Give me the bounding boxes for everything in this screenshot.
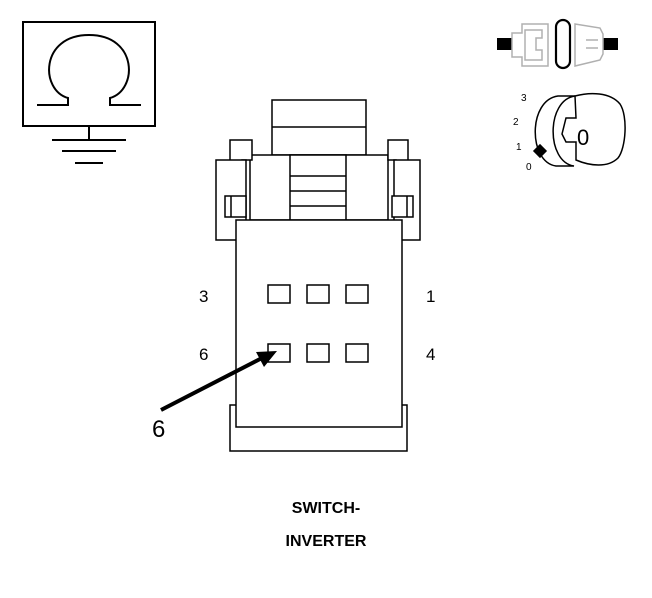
key-label: 0 xyxy=(577,125,589,150)
pin-label-bottom-left: 6 xyxy=(199,345,208,364)
ignition-key-icon: 3 2 1 0 0 xyxy=(513,92,626,173)
pin-cavity-1 xyxy=(345,284,369,304)
key-position-3: 3 xyxy=(521,93,527,104)
ohmmeter-frame xyxy=(22,21,156,127)
right-clip-window xyxy=(391,195,414,218)
key-position-2: 2 xyxy=(513,117,519,128)
pin-label-bottom-right: 4 xyxy=(426,345,435,364)
disconnected-connector-icon xyxy=(497,18,618,70)
pin-label-top-right: 1 xyxy=(426,287,435,306)
switch-body xyxy=(235,219,403,428)
omega-glyph-icon xyxy=(37,33,141,106)
switch-connector xyxy=(215,99,421,452)
connector-halves xyxy=(511,23,604,67)
key-position-0: 0 xyxy=(526,162,532,173)
caption-line-1: SWITCH- xyxy=(291,500,361,517)
ignition-barrel xyxy=(534,95,576,167)
key-position-1: 1 xyxy=(516,142,522,153)
ohmmeter-icon xyxy=(22,21,156,164)
pin-grid xyxy=(267,284,369,363)
pin-cavity-4 xyxy=(345,343,369,363)
switch-center-tab xyxy=(289,154,347,221)
callout-arrow xyxy=(160,351,277,412)
key-head xyxy=(561,92,626,166)
pin-cavity-3 xyxy=(267,284,291,304)
connector-wire-right xyxy=(603,38,618,50)
pin-cavity-2 xyxy=(306,284,330,304)
connector-wire-left xyxy=(497,38,512,50)
pin-cavity-5 xyxy=(306,343,330,363)
separation-ring xyxy=(554,18,572,70)
arrowhead-icon xyxy=(256,351,277,367)
key-position-marker xyxy=(532,143,548,159)
callout-label: 6 xyxy=(152,416,165,443)
caption-line-2: INVERTER xyxy=(285,533,367,550)
pin-label-top-left: 3 xyxy=(199,287,208,306)
left-clip-window xyxy=(224,195,247,218)
